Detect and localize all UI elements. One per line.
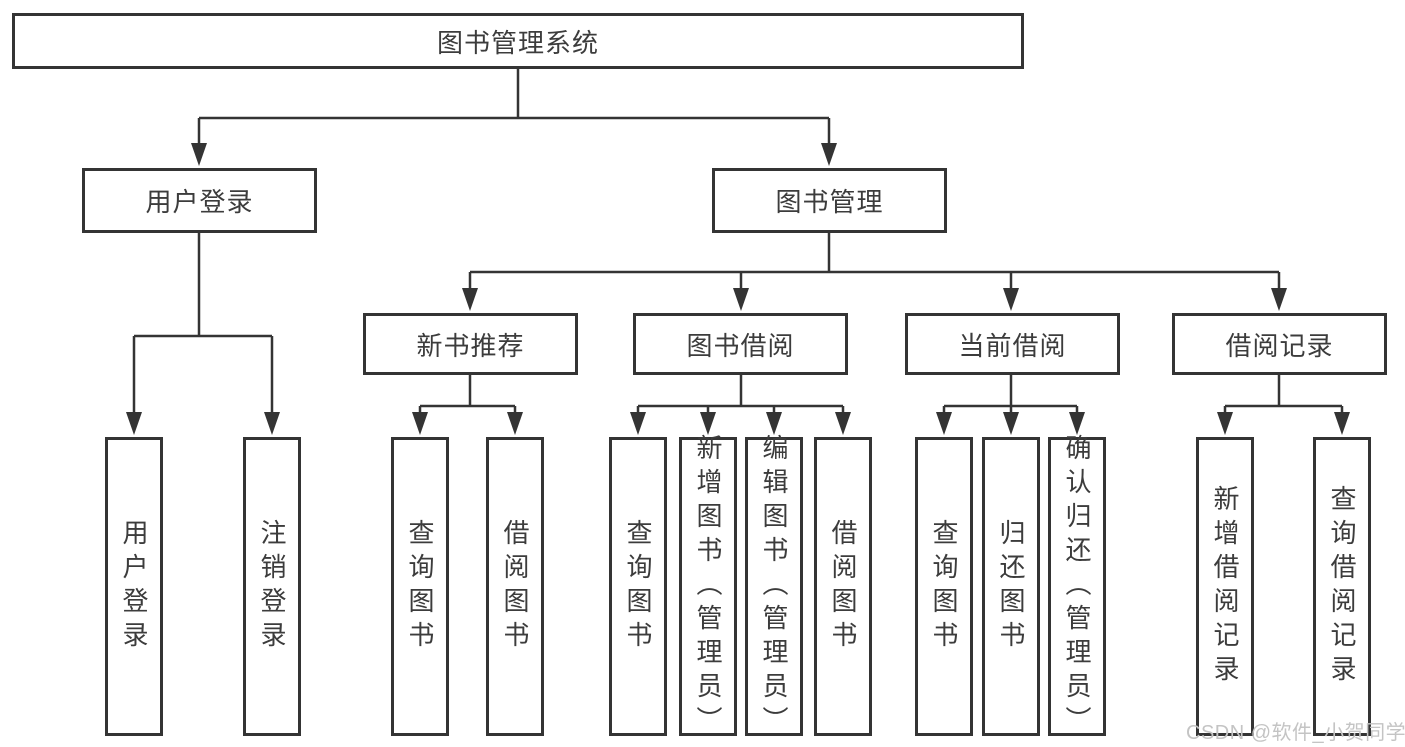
- node-borrow-record: 借阅记录: [1172, 313, 1387, 375]
- node-leaf-label: 用户登录: [119, 518, 149, 655]
- node-leaf-label: 查询借阅记录: [1327, 484, 1357, 689]
- node-leaf-label: 借阅图书: [500, 518, 530, 655]
- node-leaf-label: 新增借阅记录: [1210, 484, 1240, 689]
- node-leaf-borrow-book-2: 借阅图书: [814, 437, 872, 736]
- node-leaf-logout: 注销登录: [243, 437, 301, 736]
- node-leaf-add-borrow-record: 新增借阅记录: [1196, 437, 1254, 736]
- node-leaf-label: 借阅图书: [828, 518, 858, 655]
- node-leaf-label: 确认归还（管理员）: [1062, 433, 1092, 740]
- node-leaf-borrow-book-1: 借阅图书: [486, 437, 544, 736]
- node-leaf-query-book-2: 查询图书: [609, 437, 667, 736]
- node-current-borrow-label: 当前借阅: [958, 330, 1067, 361]
- node-leaf-edit-book-admin: 编辑图书（管理员）: [745, 434, 803, 740]
- node-leaf-confirm-return-admin: 确认归还（管理员）: [1048, 434, 1106, 740]
- node-leaf-label: 新增图书（管理员）: [693, 433, 723, 740]
- node-leaf-add-book-admin: 新增图书（管理员）: [679, 434, 737, 740]
- node-leaf-query-book-3: 查询图书: [915, 437, 973, 736]
- arrowheads: [126, 143, 1350, 435]
- csdn-watermark: CSDN @软件_小贺同学: [1186, 722, 1405, 744]
- node-user-login-label: 用户登录: [145, 187, 254, 217]
- node-leaf-label: 查询图书: [405, 518, 435, 655]
- node-root: 图书管理系统: [12, 13, 1024, 69]
- node-new-book-recommend: 新书推荐: [363, 313, 578, 375]
- node-book-borrow: 图书借阅: [633, 313, 848, 375]
- node-book-borrow-label: 图书借阅: [686, 330, 795, 361]
- node-borrow-record-label: 借阅记录: [1225, 330, 1334, 361]
- node-leaf-label: 编辑图书（管理员）: [759, 433, 789, 740]
- node-current-borrow: 当前借阅: [905, 313, 1120, 375]
- node-leaf-label: 查询图书: [929, 518, 959, 655]
- node-leaf-label: 查询图书: [623, 518, 653, 655]
- node-leaf-query-borrow-record: 查询借阅记录: [1313, 437, 1371, 736]
- node-leaf-query-book-1: 查询图书: [391, 437, 449, 736]
- node-new-book-recommend-label: 新书推荐: [416, 330, 525, 361]
- node-leaf-return-book: 归还图书: [982, 437, 1040, 736]
- node-user-login: 用户登录: [82, 168, 317, 233]
- node-book-management-label: 图书管理: [775, 187, 884, 217]
- node-book-management: 图书管理: [712, 168, 947, 233]
- node-leaf-label: 注销登录: [257, 518, 287, 655]
- node-leaf-label: 归还图书: [996, 518, 1026, 655]
- node-leaf-user-login: 用户登录: [105, 437, 163, 736]
- node-root-label: 图书管理系统: [436, 27, 599, 58]
